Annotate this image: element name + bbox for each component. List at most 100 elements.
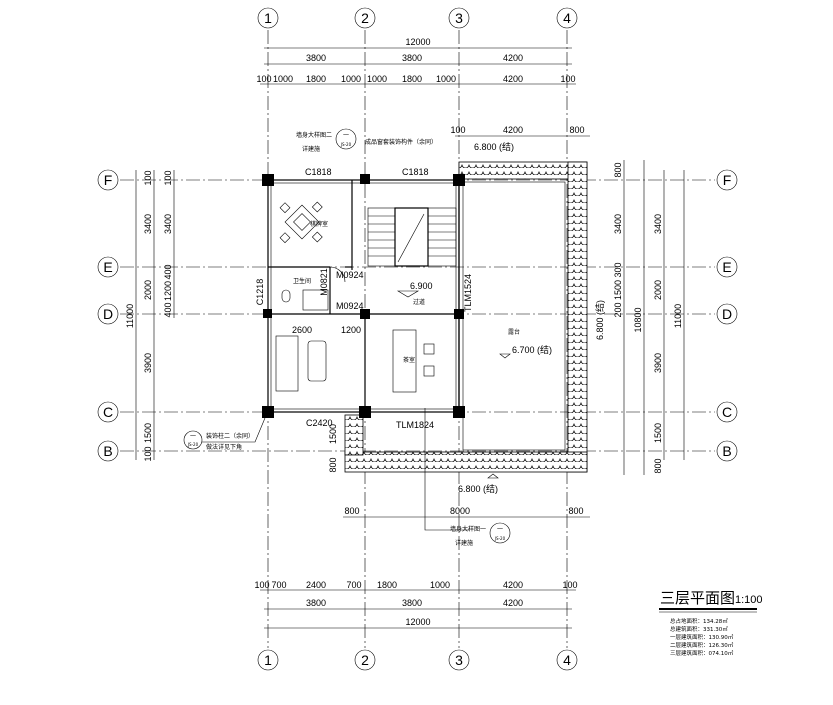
door-tlm1824: TLM1824	[396, 420, 434, 430]
axis-bubble-B-left: B	[97, 440, 119, 462]
room-chess: 棋牌室	[310, 220, 328, 228]
svg-text:800: 800	[653, 458, 663, 473]
svg-text:800: 800	[569, 125, 584, 135]
svg-text:1000: 1000	[273, 74, 293, 84]
callout-bottom-label: 墙身大样图一	[450, 525, 486, 533]
svg-text:6.800 (结): 6.800 (结)	[594, 300, 605, 340]
svg-text:100: 100	[143, 446, 153, 461]
svg-text:3400: 3400	[653, 214, 663, 234]
svg-text:3: 3	[455, 652, 463, 668]
svg-text:B: B	[103, 443, 112, 459]
sofa	[275, 335, 299, 392]
stat-floor1-area: 一层建筑面积：130.90㎡	[670, 633, 734, 641]
svg-text:800: 800	[568, 506, 583, 516]
axis-bubble-1-bottom: 1	[257, 649, 279, 671]
window-c1818-b: C1818	[402, 167, 429, 177]
svg-text:400: 400	[163, 264, 173, 279]
svg-text:3: 3	[455, 10, 463, 26]
staircase	[367, 207, 457, 267]
room-hallway: 过道	[413, 298, 425, 306]
level-hall: 6.900	[410, 281, 433, 291]
axis-grid	[120, 30, 715, 648]
svg-text:200: 200	[613, 302, 623, 317]
axis-bubbles: 1 2 3 4 1 2 3 4 F E D C B F E D C B	[97, 7, 738, 671]
svg-text:2: 2	[361, 10, 369, 26]
structural-columns	[262, 174, 465, 418]
svg-text:700: 700	[271, 580, 286, 590]
svg-text:3800: 3800	[402, 598, 422, 608]
axis-bubble-D-right: D	[716, 303, 738, 325]
axis-bubble-E-right: E	[716, 256, 738, 278]
svg-text:F: F	[104, 172, 113, 188]
callout-top-label: 墙身大样图二	[296, 131, 332, 139]
svg-text:一: 一	[190, 433, 196, 440]
svg-text:8000: 8000	[450, 506, 470, 516]
svg-text:12000: 12000	[405, 617, 430, 627]
axis-bubble-4-top: 4	[556, 7, 578, 29]
svg-text:12000: 12000	[405, 37, 430, 47]
axis-bubble-F-right: F	[716, 169, 738, 191]
svg-text:B: B	[722, 443, 731, 459]
door-m0924-a: M0924	[336, 270, 364, 280]
terrace-inner-edge	[462, 181, 566, 451]
svg-text:100: 100	[560, 74, 575, 84]
svg-text:1500: 1500	[613, 280, 623, 300]
svg-text:100: 100	[562, 580, 577, 590]
coffee-table	[307, 340, 327, 382]
axis-bubble-D-left: D	[97, 303, 119, 325]
axis-bubble-F-left: F	[97, 169, 119, 191]
svg-text:4: 4	[563, 10, 571, 26]
toilet	[281, 289, 291, 303]
furniture	[275, 201, 435, 393]
svg-text:4: 4	[563, 652, 571, 668]
svg-text:3900: 3900	[143, 353, 153, 373]
door-tlm1524: TLM1524	[463, 274, 473, 312]
room-tea: 茶室	[403, 356, 415, 364]
svg-text:3800: 3800	[402, 53, 422, 63]
room-bathroom: 卫生间	[293, 277, 311, 285]
axis-bubble-B-right: B	[716, 440, 738, 462]
svg-text:300: 300	[613, 262, 623, 277]
axis-bubble-3-bottom: 3	[448, 649, 470, 671]
svg-text:100: 100	[254, 580, 269, 590]
svg-text:1500: 1500	[143, 423, 153, 443]
svg-text:一: 一	[343, 132, 349, 139]
chair	[423, 365, 435, 377]
axis-bubble-2-bottom: 2	[354, 649, 376, 671]
svg-text:F: F	[723, 172, 732, 188]
window-trim-note: 成品窗套装饰构件（余同）	[365, 138, 437, 146]
svg-text:1000: 1000	[436, 74, 456, 84]
svg-text:1000: 1000	[341, 74, 361, 84]
svg-text:4200: 4200	[503, 125, 523, 135]
door-swing	[329, 266, 346, 283]
tea-table	[392, 329, 417, 393]
stat-total-area: 总建筑面积：331.30㎡	[670, 625, 728, 633]
dimensions-left: 11000 100 3400 2000 3900 1500 100 100 34…	[125, 170, 175, 462]
svg-text:1800: 1800	[402, 74, 422, 84]
callout-left-ref: 做法详见下角	[206, 443, 242, 451]
svg-text:1800: 1800	[377, 580, 397, 590]
door-m0924-b: M0924	[336, 301, 364, 311]
vanity	[302, 289, 329, 311]
callout-left-label: 装饰柱二（余同）	[206, 432, 254, 440]
svg-text:1500: 1500	[653, 423, 663, 443]
axis-bubble-C-right: C	[716, 401, 738, 423]
stat-site-area: 总占地面积：134.28㎡	[670, 617, 728, 625]
svg-text:2600: 2600	[292, 325, 312, 335]
svg-text:100: 100	[143, 170, 153, 185]
svg-text:400: 400	[163, 302, 173, 317]
roof-tiles	[344, 161, 588, 473]
svg-text:1200: 1200	[341, 325, 361, 335]
dimensions-right: 800 3400 300 1500 200 10800 6.800 (结) 34…	[594, 160, 685, 475]
axis-bubble-E-left: E	[97, 256, 119, 278]
svg-text:1500: 1500	[328, 424, 338, 444]
axis-bubble-1-top: 1	[257, 7, 279, 29]
window-c2420: C2420	[306, 418, 333, 428]
svg-text:4200: 4200	[503, 53, 523, 63]
level-bottom: 6.800 (结)	[458, 483, 498, 494]
svg-text:E: E	[103, 259, 112, 275]
axis-bubble-C-left: C	[97, 401, 119, 423]
svg-text:D: D	[103, 306, 113, 322]
svg-text:800: 800	[344, 506, 359, 516]
